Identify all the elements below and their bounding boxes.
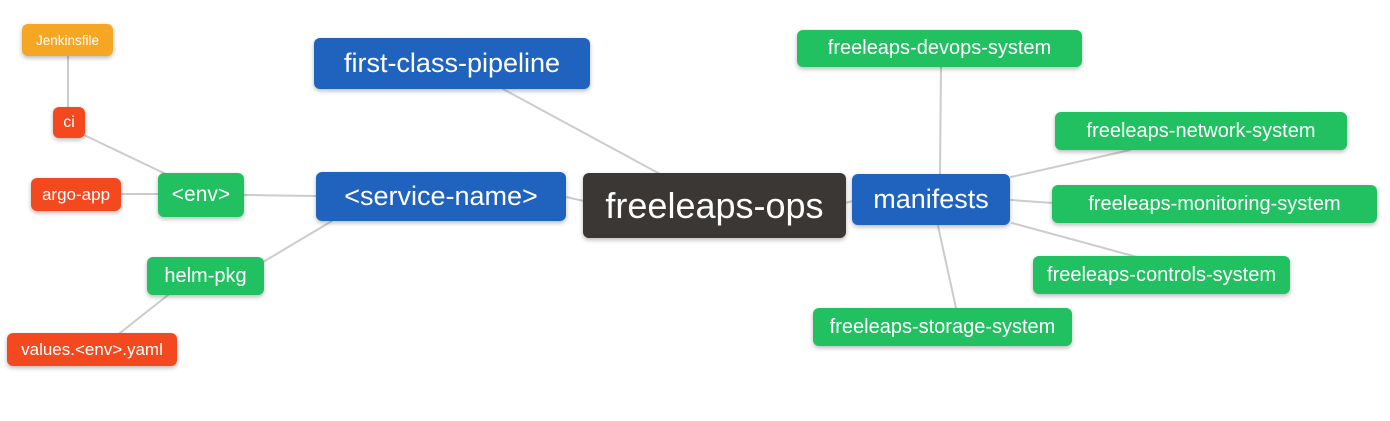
edge-manifests-storage [937, 225, 957, 309]
edge-service-name-helm-pkg [262, 220, 333, 263]
node-argo-app[interactable]: argo-app [31, 178, 121, 211]
node-values-env-yaml[interactable]: values.<env>.yaml [7, 333, 177, 366]
node-service-name[interactable]: <service-name> [316, 172, 566, 221]
edge-freeleaps-ops-manifests [844, 200, 854, 204]
edge-manifests-controls [1011, 222, 1138, 258]
node-env[interactable]: <env> [158, 173, 244, 217]
edge-ci-env [83, 134, 171, 177]
node-freeleaps-controls-system[interactable]: freeleaps-controls-system [1033, 256, 1290, 294]
edge-values-helm-pkg [119, 294, 169, 334]
edge-manifests-network [1010, 149, 1131, 178]
node-freeleaps-monitoring-system[interactable]: freeleaps-monitoring-system [1052, 185, 1377, 223]
node-freeleaps-devops-system[interactable]: freeleaps-devops-system [797, 30, 1082, 67]
node-helm-pkg[interactable]: helm-pkg [147, 257, 264, 295]
edge-service-name-freeleaps-ops [565, 196, 585, 202]
edge-pipeline-freeleaps-ops [502, 88, 661, 175]
edge-manifests-devops [939, 66, 942, 175]
node-freeleaps-storage-system[interactable]: freeleaps-storage-system [813, 308, 1072, 346]
edge-env-service-name [243, 194, 317, 197]
node-ci[interactable]: ci [53, 107, 85, 138]
node-freeleaps-network-system[interactable]: freeleaps-network-system [1055, 112, 1347, 150]
node-freeleaps-ops[interactable]: freeleaps-ops [583, 173, 846, 238]
node-jenkinsfile[interactable]: Jenkinsfile [22, 24, 113, 56]
node-first-class-pipeline[interactable]: first-class-pipeline [314, 38, 590, 89]
edge-manifests-monitoring [1010, 199, 1054, 204]
node-manifests[interactable]: manifests [852, 174, 1010, 225]
